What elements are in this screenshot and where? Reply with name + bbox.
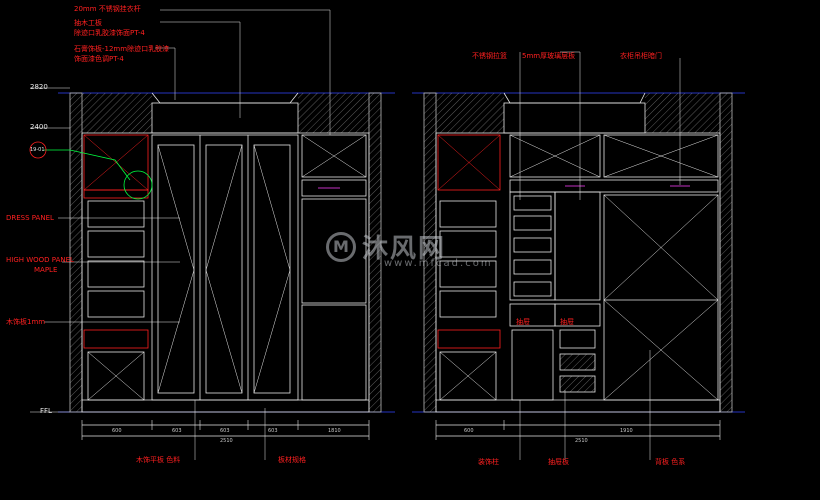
label-panel-spec: 板材规格 — [278, 456, 306, 464]
label-finish-pt4: 饰面漆色调PT-4 — [74, 55, 124, 63]
label-high-wood-panel: HIGH WOOD PANEL — [6, 256, 74, 264]
label-glass-shelf: 5mm厚玻璃层板 — [522, 52, 576, 60]
dim-603-c: 603 — [268, 428, 278, 434]
label-wood-board: 抽木工板 — [74, 19, 102, 27]
level-floor: FFL — [40, 407, 52, 415]
label-hidden-door: 衣柜吊柜暗门 — [620, 52, 662, 60]
dim-603-a: 603 — [172, 428, 182, 434]
label-wood-veneer: 木饰板1mm — [6, 318, 46, 326]
dim-total-left: 2510 — [220, 438, 233, 444]
watermark-logo-icon: M — [326, 231, 356, 262]
watermark-text: 沐风网 — [362, 234, 447, 264]
label-paint-pt4: 除迹口乳胶漆饰面PT-4 — [74, 29, 145, 37]
label-back-panel: 背板 色系 — [655, 458, 686, 466]
left-elevation — [29, 9, 395, 460]
label-hanging-rod: 20mm 不锈钢挂衣杆 — [74, 5, 141, 13]
dim-603-b: 603 — [220, 428, 230, 434]
level-ceiling: 2820 — [30, 83, 48, 91]
dim-total-right: 2510 — [575, 438, 588, 444]
watermark-url: www.mfcad.com — [384, 258, 493, 269]
label-drawer-panel: 抽屉板 — [548, 458, 569, 466]
label-drawer-1: 抽屉 — [516, 318, 530, 326]
dim-600: 600 — [112, 428, 122, 434]
label-steel-basket: 不锈钢拉篮 — [472, 52, 507, 60]
label-maple: MAPLE — [34, 266, 58, 274]
dim-600-right: 600 — [464, 428, 474, 434]
label-dress-panel: DRESS PANEL — [6, 214, 54, 222]
watermark: M 沐风网 — [326, 228, 446, 265]
right-elevation — [412, 51, 745, 460]
label-wood-flat-panel: 木饰平板 色料 — [136, 456, 181, 464]
dim-1910: 1910 — [620, 428, 633, 434]
callout-ref: 19-01 — [30, 147, 45, 153]
dim-1810: 1810 — [328, 428, 341, 434]
level-2400: 2400 — [30, 123, 48, 131]
label-gypsum-board: 石膏饰板-12mm除迹口乳胶漆 — [74, 45, 170, 53]
label-decor-column: 装饰柱 — [478, 458, 499, 466]
label-drawer-2: 抽屉 — [560, 318, 574, 326]
